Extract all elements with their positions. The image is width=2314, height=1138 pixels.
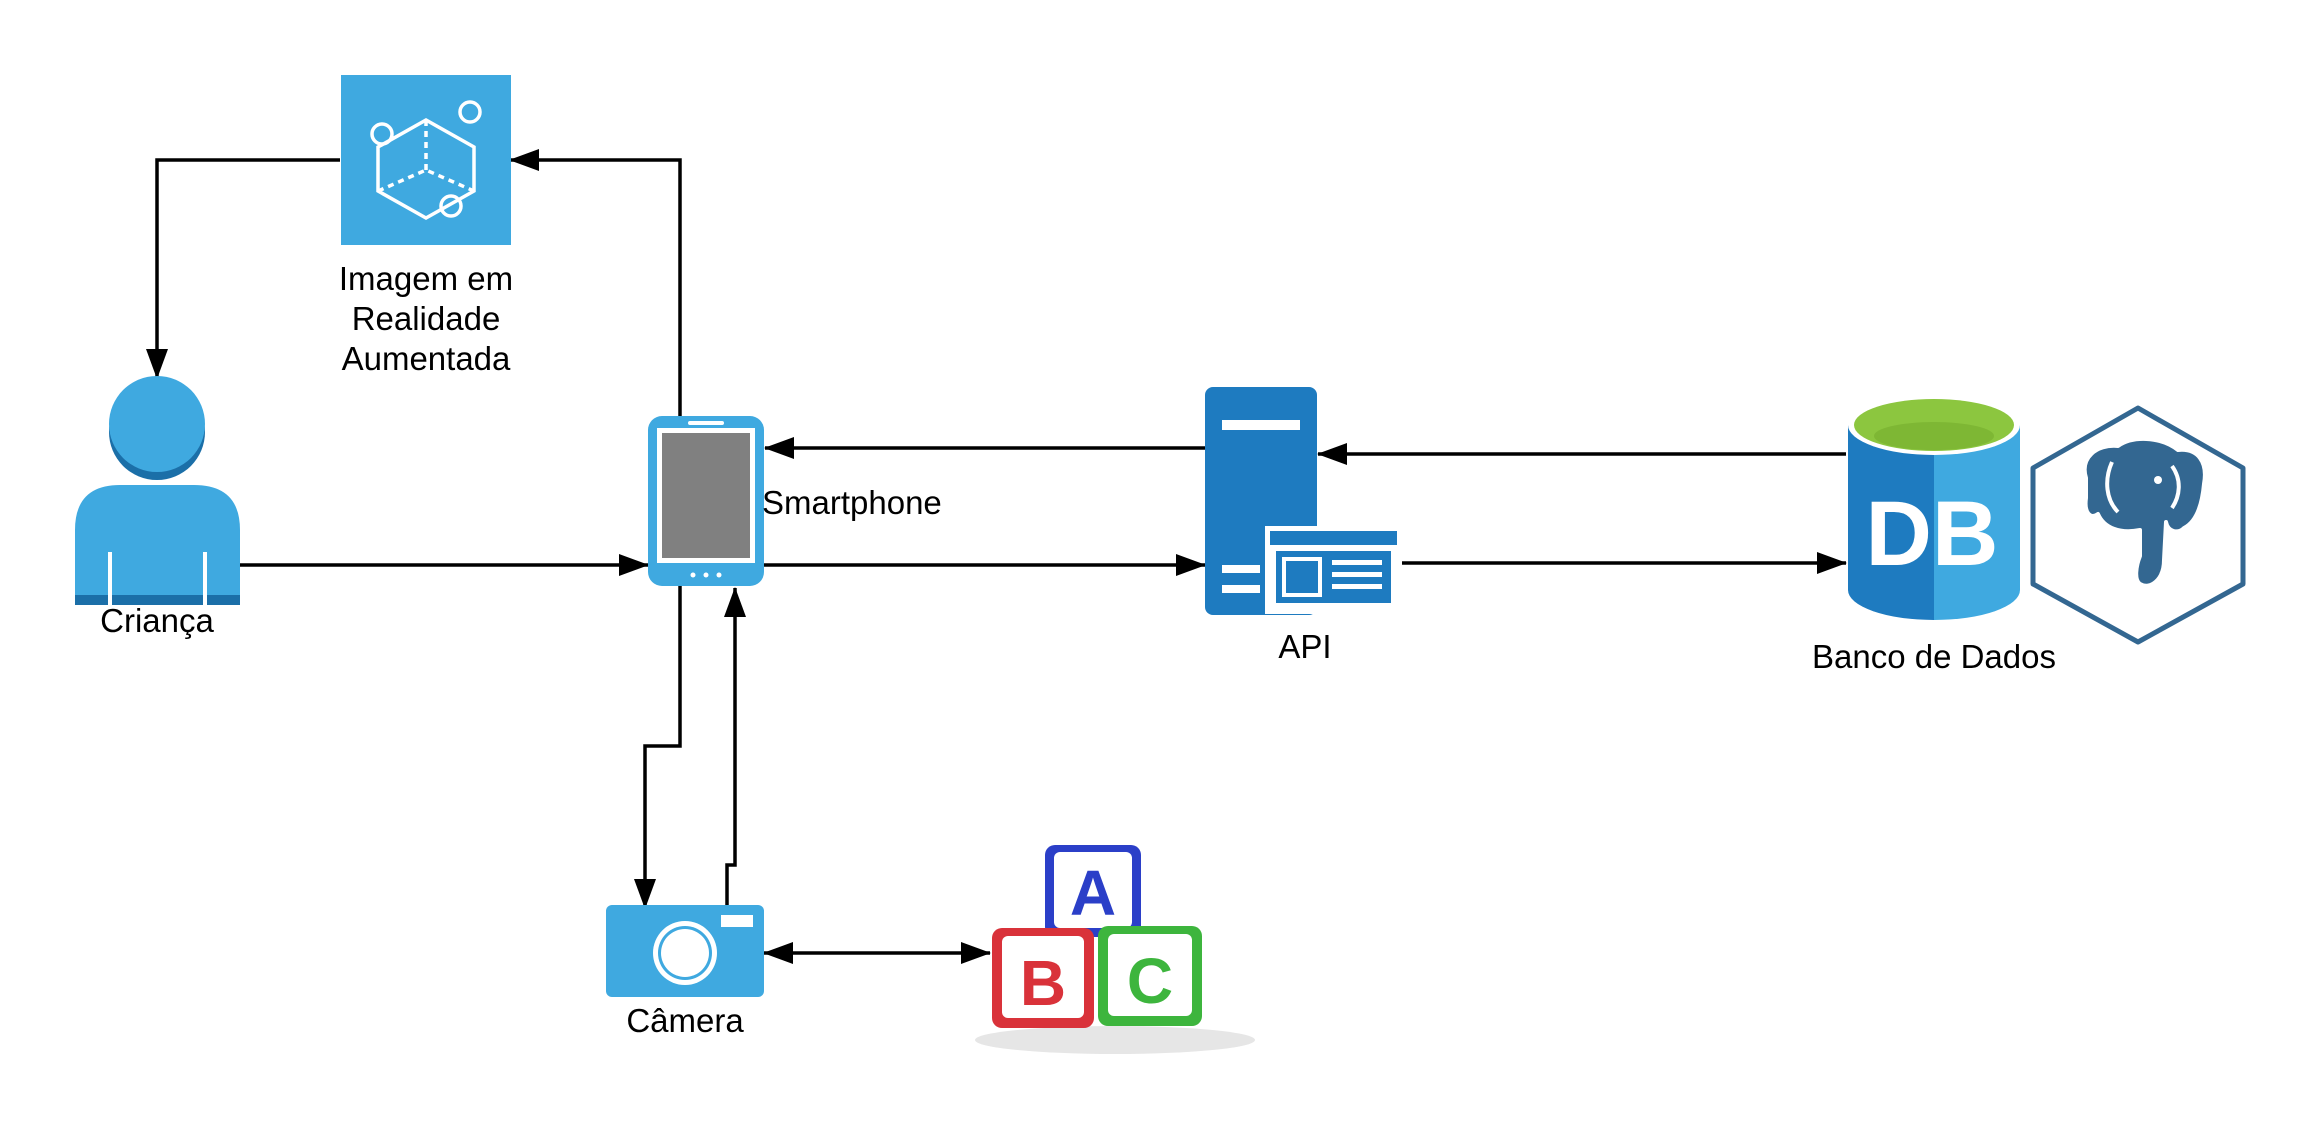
edges [146, 149, 1847, 964]
augmented-reality-cube-icon [341, 75, 511, 245]
postgresql-elephant-icon [2030, 405, 2246, 645]
crianca-node: Criança [75, 376, 240, 639]
ar-image-node: Imagem em Realidade Aumentada [339, 75, 513, 377]
block-b-letter: B [1020, 947, 1066, 1019]
smartphone-node: Smartphone [648, 416, 942, 586]
edge-ar-crianca [146, 158, 340, 379]
database-node: DB Banco de Dados [1812, 395, 2056, 675]
block-b: B [992, 928, 1094, 1028]
db-icon-text: DB [1866, 483, 1999, 585]
child-user-icon [75, 376, 240, 605]
block-a: A [1045, 845, 1141, 937]
database-icon: DB [1848, 395, 2020, 620]
ar-image-label-line-1: Imagem em [339, 260, 513, 297]
edge-smartphone-camera [634, 586, 682, 909]
abc-blocks-icon: A B C [975, 845, 1255, 1054]
api-node: API [1205, 387, 1402, 665]
edge-smartphone-ar [509, 149, 682, 418]
database-label: Banco de Dados [1812, 638, 2056, 675]
block-c-letter: C [1127, 945, 1173, 1017]
ar-image-label-line-2: Realidade [352, 300, 501, 337]
smartphone-label: Smartphone [762, 484, 942, 521]
camera-node: Câmera [606, 905, 764, 1039]
camera-label: Câmera [626, 1002, 744, 1039]
api-server-icon [1205, 387, 1402, 615]
ar-image-label-line-3: Aumentada [342, 340, 511, 377]
block-a-letter: A [1070, 857, 1116, 929]
api-label: API [1278, 628, 1331, 665]
crianca-label: Criança [100, 602, 214, 639]
edge-camera-smartphone [724, 587, 746, 908]
camera-icon [606, 905, 764, 997]
block-c: C [1098, 926, 1202, 1026]
smartphone-icon [648, 416, 764, 586]
